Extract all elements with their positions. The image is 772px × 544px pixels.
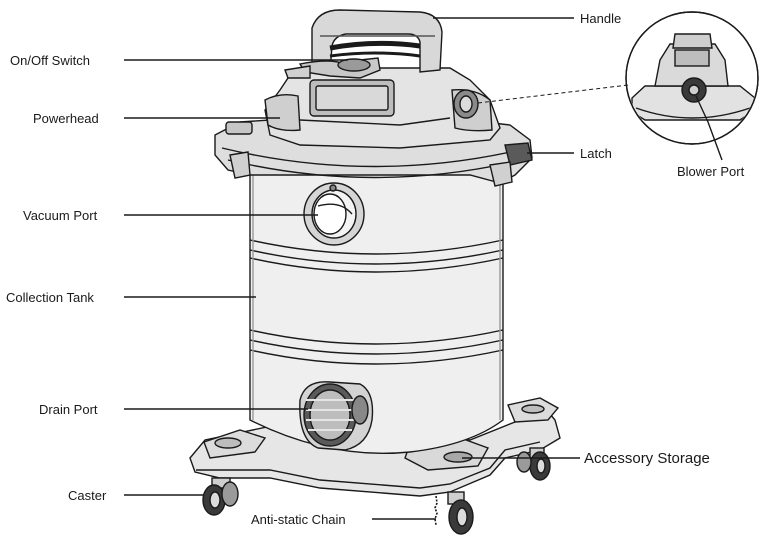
inset-leader-dashed (477, 84, 629, 104)
blower-port-main (453, 89, 479, 119)
label-latch: Latch (580, 146, 612, 161)
on-off-switch (337, 58, 371, 72)
vacuum-port (303, 182, 365, 246)
caster-front-left (202, 477, 239, 516)
drain-port (299, 381, 374, 451)
label-handle: Handle (580, 11, 622, 26)
caster-front-right (447, 491, 474, 535)
label-anti-static-chain: Anti-static Chain (251, 512, 346, 527)
label-powerhead: Powerhead (33, 111, 99, 126)
label-blower-port: Blower Port (677, 164, 745, 179)
label-on-off-switch: On/Off Switch (10, 53, 90, 68)
caster-back-right (516, 447, 551, 481)
collection-tank (249, 169, 504, 455)
leader-lines (124, 17, 723, 520)
label-accessory-storage: Accessory Storage (584, 450, 710, 467)
label-collection-tank: Collection Tank (6, 290, 94, 305)
label-drain-port: Drain Port (39, 402, 98, 417)
anti-static-chain (434, 495, 438, 526)
label-caster: Caster (68, 488, 107, 503)
blower-port-inset (625, 11, 759, 145)
label-vacuum-port: Vacuum Port (23, 208, 98, 223)
handle (284, 9, 443, 79)
